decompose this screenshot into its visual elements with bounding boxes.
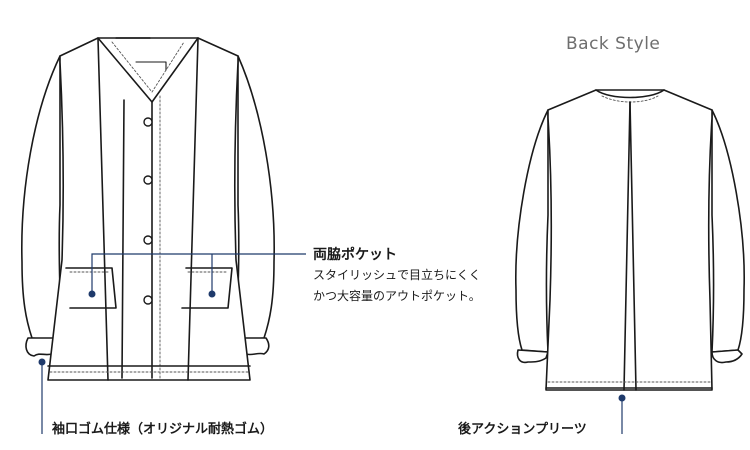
front-left-sleeve — [21, 55, 63, 341]
front-right-pocket — [181, 267, 233, 309]
cuff-callout-label: 袖口ゴム仕様（オリジナル耐熱ゴム） — [52, 422, 274, 437]
back-pleat — [623, 101, 631, 391]
callout-dot-icon — [88, 290, 96, 298]
front-left-pocket — [65, 267, 117, 309]
back-left-sleeve — [515, 109, 549, 353]
back-body — [545, 89, 713, 391]
button-icon — [143, 175, 153, 185]
callout-dot-icon — [208, 290, 216, 298]
pocket-callout-desc-1: スタイリッシュで目立ちにくく — [313, 268, 481, 282]
front-jacket — [21, 37, 275, 381]
front-body — [47, 37, 251, 381]
front-buttons — [143, 117, 153, 305]
pocket-callout-desc-2: かつ大容量のアウトポケット。 — [313, 289, 481, 303]
back-style-title: Back Style — [566, 34, 661, 54]
pocket-callout-title: 両脇ポケット — [313, 247, 397, 263]
button-icon — [143, 117, 153, 127]
back-right-sleeve — [711, 109, 745, 353]
pleat-callout-label: 後アクションプリーツ — [458, 422, 587, 437]
pocket-callout-lines — [91, 253, 306, 292]
button-icon — [143, 295, 153, 305]
back-jacket — [515, 89, 745, 391]
button-icon — [143, 235, 153, 245]
front-right-sleeve — [235, 55, 275, 341]
